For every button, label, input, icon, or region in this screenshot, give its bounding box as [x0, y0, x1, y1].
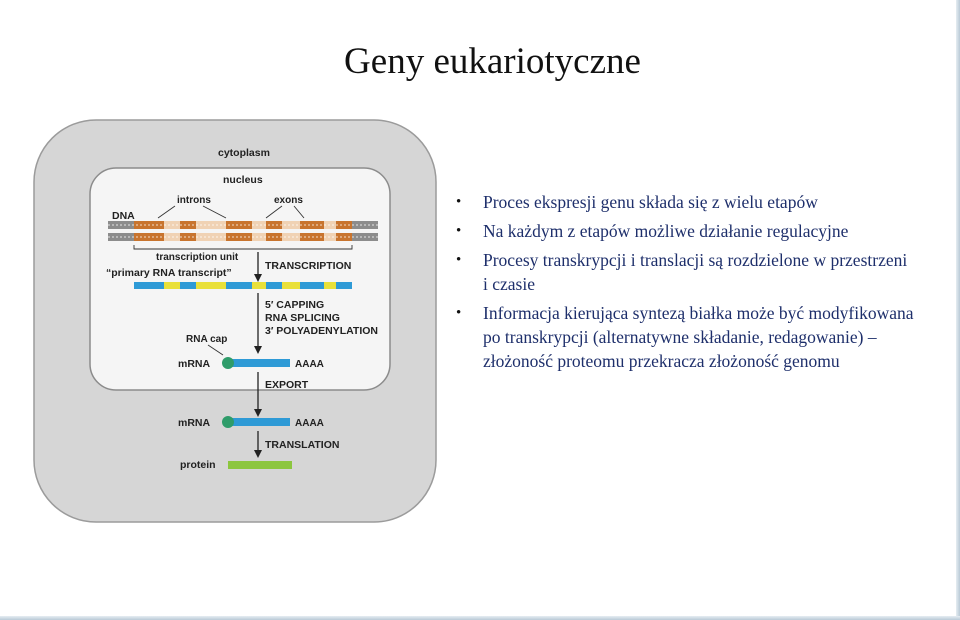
slide-frame-right — [956, 0, 960, 620]
exons-pointer — [265, 205, 305, 219]
gene-expression-svg: cytoplasm nucleus introns exons DNA — [33, 119, 437, 523]
nucleus-outline — [89, 167, 391, 391]
introns-label: introns — [177, 195, 211, 206]
bullet-dot: • — [456, 223, 462, 239]
introns-pointer — [157, 205, 227, 219]
polya-nuclear-label: AAAA — [295, 359, 324, 370]
mrna-nuclear — [230, 359, 290, 367]
rna-cap-pointer — [207, 344, 224, 356]
rna-cap-label: RNA cap — [186, 334, 227, 345]
splicing-label: RNA SPLICING — [265, 312, 340, 324]
cytoplasm-label: cytoplasm — [218, 147, 270, 159]
bullet-dot: • — [456, 305, 462, 321]
protein-label: protein — [180, 459, 216, 471]
polyadenylation-label: 3′ POLYADENYLATION — [265, 325, 378, 337]
mrna-cytoplasm — [230, 418, 290, 426]
mrna-cytoplasm-label: mRNA — [178, 417, 211, 429]
rna-cap-cytoplasm — [222, 416, 234, 428]
bullet-dot: • — [456, 252, 462, 268]
transcription-label: TRANSCRIPTION — [265, 260, 351, 272]
export-label: EXPORT — [265, 379, 309, 391]
bullet-item: • Informacja kierująca syntezą białka moż… — [456, 301, 916, 373]
bullet-text: Na każdym z etapów możliwe działanie reg… — [483, 221, 849, 241]
polya-cytoplasm-label: AAAA — [295, 418, 324, 429]
bullet-item: • Na każdym z etapów możliwe działanie re… — [456, 219, 916, 243]
dna-label: DNA — [112, 210, 135, 222]
protein-bar — [228, 461, 292, 469]
bullet-item: • Proces ekspresji genu składa się z wiel… — [456, 190, 916, 214]
exons-label: exons — [274, 195, 303, 206]
primary-rna-transcript-label: “primary RNA transcript” — [106, 267, 232, 279]
rna-cap-nuclear — [222, 357, 234, 369]
nucleus-label: nucleus — [223, 174, 263, 186]
mrna-nuclear-label: mRNA — [178, 358, 211, 370]
bullet-text: Informacja kierująca syntezą białka może… — [483, 303, 914, 371]
gene-expression-diagram: cytoplasm nucleus introns exons DNA — [30, 116, 440, 526]
transcription-unit-bracket — [133, 245, 353, 250]
bullet-item: • Procesy transkrypcji i translacji są ro… — [456, 248, 916, 296]
bullet-text: Procesy transkrypcji i translacji są roz… — [483, 250, 908, 294]
exon-3 — [226, 221, 252, 229]
capping-label: 5′ CAPPING — [265, 299, 324, 311]
bullet-dot: • — [456, 194, 462, 210]
primary-rna-transcript — [134, 282, 352, 289]
bullet-text: Proces ekspresji genu składa się z wielu… — [483, 192, 818, 212]
slide-frame-bottom — [0, 616, 960, 620]
transcription-unit-label: transcription unit — [156, 252, 239, 263]
slide-title: Geny eukariotyczne — [344, 41, 641, 82]
bullet-list: • Proces ekspresji genu składa się z wiel… — [456, 190, 916, 378]
translation-label: TRANSLATION — [265, 439, 339, 451]
